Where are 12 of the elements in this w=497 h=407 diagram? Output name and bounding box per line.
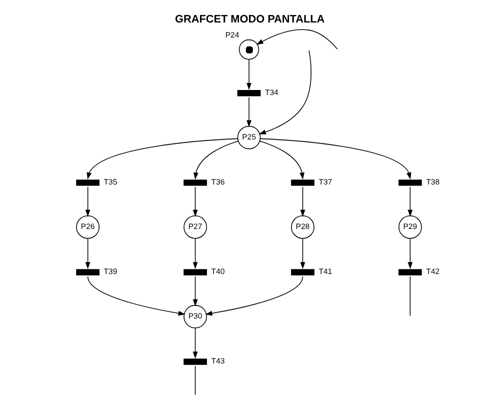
node-label: T34 [264,88,278,98]
node-label: T37 [318,178,332,187]
node-label: T35 [103,178,117,187]
node-label: T36 [210,178,224,187]
node-label: T39 [103,267,117,276]
node-label: T42 [426,267,440,276]
diagram-title: GRAFCET MODO PANTALLA [174,14,324,26]
node-label: T40 [210,267,224,276]
node-label: P24 [224,30,239,40]
node-label: T41 [318,267,332,276]
node-label: T43 [210,356,224,366]
node-label: T38 [426,178,440,187]
